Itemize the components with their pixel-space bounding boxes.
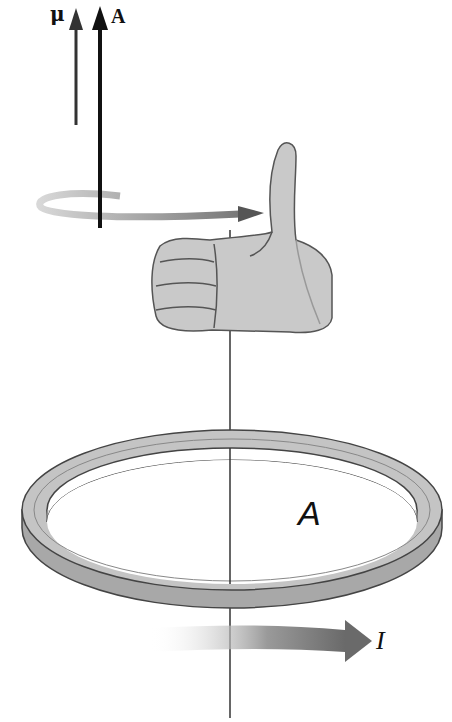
moment-label: μ (50, 4, 65, 24)
rotation-arrow (40, 194, 264, 222)
current-label: I (376, 628, 385, 654)
current-loop (22, 430, 442, 608)
right-hand (152, 143, 332, 333)
loop-label: A (298, 496, 321, 530)
area-label: A (111, 6, 125, 26)
magnetic-moment-arrow (69, 8, 83, 125)
current-arrow (150, 620, 372, 662)
area-vector-arrow (92, 6, 108, 228)
